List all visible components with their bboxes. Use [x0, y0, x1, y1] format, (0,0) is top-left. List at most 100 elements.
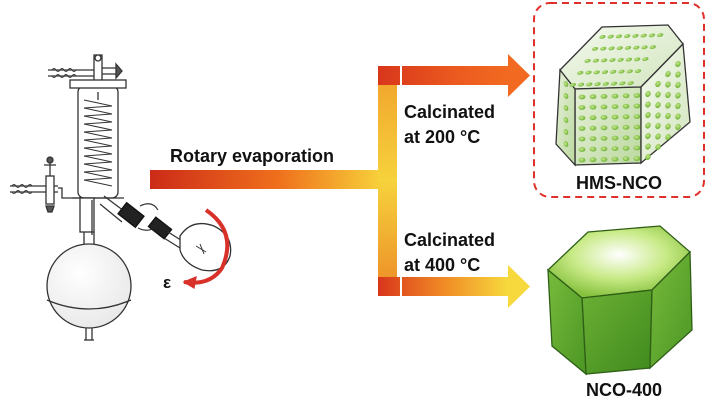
pore — [569, 82, 576, 87]
pore — [589, 157, 597, 163]
pore — [599, 34, 606, 39]
pore — [665, 123, 671, 130]
arrow-to-nco-400 — [378, 265, 530, 308]
pore — [611, 156, 619, 162]
pore — [655, 133, 661, 140]
pore — [585, 70, 592, 75]
pore — [618, 69, 625, 74]
pore — [645, 111, 651, 119]
pore — [655, 122, 661, 130]
calcination-200-label: Calcinated at 200 °C — [404, 100, 495, 150]
pore — [622, 103, 630, 109]
pore — [593, 70, 600, 75]
pore — [622, 145, 630, 151]
pore — [622, 156, 630, 162]
hexagonal-prism-solid-icon — [547, 225, 693, 376]
pore — [589, 136, 597, 142]
pore — [577, 70, 584, 75]
pore — [675, 102, 681, 110]
pore — [633, 135, 641, 140]
pore — [600, 146, 608, 152]
pore — [624, 45, 632, 50]
pore — [665, 70, 671, 78]
arrow-rotary-evaporation — [150, 170, 382, 189]
pore — [578, 105, 586, 110]
pore — [645, 122, 651, 129]
pore — [633, 156, 641, 161]
calcination-200-line2: at 200 °C — [404, 127, 481, 147]
pore — [675, 60, 681, 68]
pore — [645, 143, 651, 150]
pore — [665, 102, 671, 109]
pore — [589, 146, 597, 152]
pore — [622, 124, 630, 130]
calcination-400-line2: at 400 °C — [404, 255, 481, 275]
pore — [563, 105, 569, 111]
pore — [675, 113, 681, 120]
pore — [616, 46, 623, 51]
product-nco-400-label: NCO-400 — [586, 380, 663, 400]
pore — [611, 114, 619, 120]
pore — [578, 157, 586, 163]
pore — [633, 114, 641, 119]
pore — [617, 57, 624, 62]
pore — [657, 33, 664, 38]
pore — [563, 93, 569, 99]
solid-left-face — [547, 268, 587, 376]
arrow-split-vertical — [378, 66, 397, 296]
pore — [640, 33, 647, 38]
pore — [619, 81, 626, 86]
rotary-evaporation-label: Rotary evaporation — [170, 146, 335, 166]
pore — [600, 115, 608, 120]
solid-front-face — [581, 289, 653, 375]
pore — [645, 101, 651, 108]
pore — [589, 104, 597, 110]
pore — [633, 45, 640, 50]
pore — [649, 45, 656, 50]
flow-arrows — [150, 54, 530, 308]
pore — [665, 133, 671, 141]
rotation-symbol-label: ε — [163, 273, 172, 292]
pore — [601, 70, 609, 75]
pore — [633, 103, 641, 109]
pore — [655, 101, 661, 109]
pore — [665, 81, 671, 88]
pore — [608, 46, 615, 51]
pore — [625, 57, 633, 62]
pore — [611, 146, 619, 152]
pore — [655, 91, 661, 98]
pore — [609, 58, 616, 63]
calcination-400-line1: Calcinated — [404, 230, 496, 250]
pore — [592, 58, 600, 63]
pore — [600, 125, 608, 131]
pore — [675, 123, 681, 131]
pore — [645, 153, 651, 161]
pore — [586, 82, 593, 87]
pore — [622, 135, 630, 141]
pore — [600, 157, 608, 162]
pore — [642, 57, 649, 62]
pore — [634, 69, 642, 74]
pore — [589, 115, 597, 121]
pore — [610, 69, 617, 74]
pore — [594, 82, 601, 87]
pore — [578, 147, 586, 152]
pore — [655, 112, 661, 119]
pore — [633, 57, 641, 62]
pore — [611, 125, 619, 130]
pore — [615, 34, 623, 39]
rotary-evaporator-icon — [10, 54, 232, 341]
hexagonal-prism-porous-icon — [555, 24, 691, 167]
pore — [600, 46, 607, 51]
pore — [626, 69, 633, 74]
pore — [675, 71, 681, 78]
pore — [633, 93, 641, 98]
pore — [655, 143, 661, 151]
pore — [600, 58, 608, 63]
pore — [589, 125, 597, 131]
pore — [622, 114, 630, 120]
pore — [633, 145, 641, 151]
calcination-200-line1: Calcinated — [404, 102, 496, 122]
pore — [600, 104, 608, 110]
